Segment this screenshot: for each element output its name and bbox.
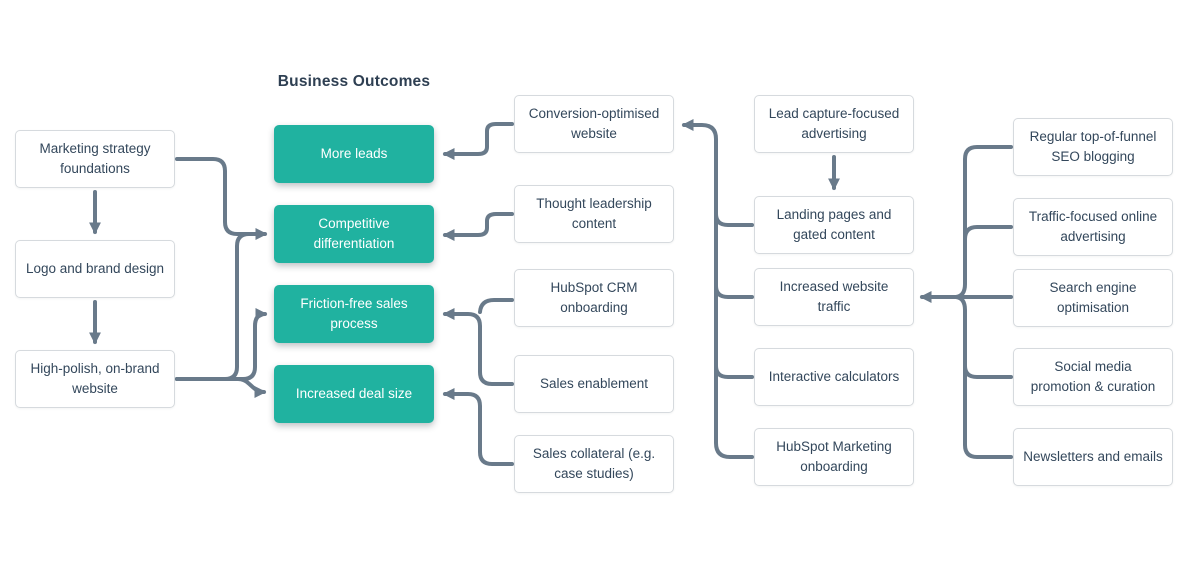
connector-thought-to-competitive (442, 212, 514, 241)
connector-newsletters-to-trunk (954, 295, 1013, 459)
connector-website-to-friction (175, 308, 268, 381)
node-thought-leadership-content: Thought leadership content (514, 185, 674, 243)
connector-collateral-to-dealsize (442, 388, 514, 466)
node-friction-free-sales-process: Friction-free sales process (274, 285, 434, 343)
node-competitive-differentiation: Competitive differentiation (274, 205, 434, 263)
node-lead-capture-focused-advertising: Lead capture-focused advertising (754, 95, 914, 153)
connector-enablement-to-friction (442, 308, 514, 386)
node-high-polish-on-brand-website: High-polish, on-brand website (15, 350, 175, 408)
connector-blogging-to-trunk (954, 145, 1013, 299)
node-marketing-strategy-foundations: Marketing strategy foundations (15, 130, 175, 188)
node-increased-deal-size: Increased deal size (274, 365, 434, 423)
node-hubspot-crm-onboarding: HubSpot CRM onboarding (514, 269, 674, 327)
connector-website-to-competitive (175, 232, 259, 381)
connector-social-to-trunk (963, 364, 1013, 379)
node-more-leads: More leads (274, 125, 434, 183)
node-logo-and-brand-design: Logo and brand design (15, 240, 175, 298)
connector-advertising-to-trunk (963, 225, 1013, 241)
node-hubspot-marketing-onboarding: HubSpot Marketing onboarding (754, 428, 914, 486)
connector-website-to-dealsize (175, 377, 267, 398)
node-regular-top-of-funnel-seo-blogging: Regular top-of-funnel SEO blogging (1013, 118, 1173, 176)
node-newsletters-and-emails: Newsletters and emails (1013, 428, 1173, 486)
connector-landing-to-trunk (714, 212, 754, 227)
connector-crm-to-friction (478, 298, 514, 314)
node-interactive-calculators: Interactive calculators (754, 348, 914, 406)
node-sales-collateral: Sales collateral (e.g. case studies) (514, 435, 674, 493)
connector-strategy-to-competitive (175, 157, 268, 240)
diagram-title: Business Outcomes (277, 73, 431, 90)
node-search-engine-optimisation: Search engine optimisation (1013, 269, 1173, 327)
node-landing-pages-and-gated-content: Landing pages and gated content (754, 196, 914, 254)
node-traffic-focused-online-advertising: Traffic-focused online advertising (1013, 198, 1173, 256)
connector-traffic-to-trunk (714, 284, 754, 299)
node-sales-enablement: Sales enablement (514, 355, 674, 413)
node-social-media-promotion-curation: Social media promotion & curation (1013, 348, 1173, 406)
connector-calculators-to-trunk (714, 364, 754, 379)
node-conversion-optimised-website: Conversion-optimised website (514, 95, 674, 153)
connector-conversion-to-moreleads (442, 122, 514, 160)
node-increased-website-traffic: Increased website traffic (754, 268, 914, 326)
